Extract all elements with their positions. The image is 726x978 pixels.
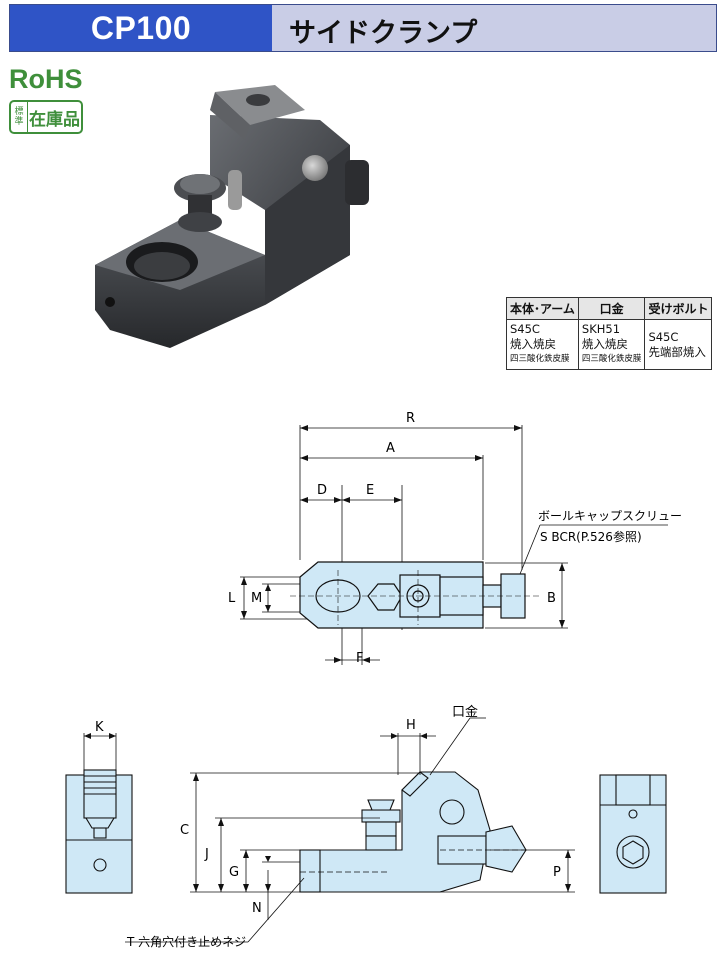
dim-K: K bbox=[95, 720, 104, 735]
table-header: 本体･アーム bbox=[506, 297, 579, 320]
dim-G: G bbox=[229, 865, 239, 880]
materials-table: 本体･アーム 口金 受けボルト S45C 焼入焼戻 四三酸化鉄皮膜 SKH51 … bbox=[506, 297, 713, 370]
top-view-drawing: ボールキャップスクリュー S BCR(P.526参照) R A D E L M … bbox=[228, 411, 682, 666]
model-number: CP100 bbox=[10, 5, 272, 51]
dim-J: J bbox=[204, 847, 209, 862]
dim-L: L bbox=[228, 591, 236, 606]
callout-bcr-name: ボールキャップスクリュー bbox=[538, 509, 682, 523]
table-header: 受けボルト bbox=[644, 297, 713, 320]
stock-badge-small: 標準 bbox=[11, 102, 28, 132]
jaw-label: 口金 bbox=[452, 704, 478, 720]
dim-D: D bbox=[317, 483, 327, 498]
header-bar: CP100 サイドクランプ bbox=[9, 4, 717, 52]
callout-bcr-ref: S BCR(P.526参照) bbox=[540, 529, 642, 544]
table-cell: SKH51 焼入焼戻 四三酸化鉄皮膜 bbox=[577, 319, 646, 370]
table-header: 口金 bbox=[577, 297, 646, 320]
dim-A: A bbox=[386, 441, 395, 456]
dim-H: H bbox=[406, 718, 416, 733]
dim-N: N bbox=[252, 901, 262, 916]
product-title: サイドクランプ bbox=[289, 18, 478, 49]
dim-M: M bbox=[251, 591, 262, 606]
stock-badge-label: 在庫品 bbox=[29, 109, 80, 130]
stock-badge: 標準 在庫品 bbox=[9, 100, 83, 134]
dim-E: E bbox=[366, 483, 374, 498]
rohs-badge: RoHS bbox=[9, 64, 83, 94]
dim-R: R bbox=[406, 411, 415, 426]
product-photo bbox=[95, 85, 369, 348]
set-screw-label: T 六角穴付き止めネジ bbox=[126, 934, 246, 949]
side-views-drawing: K bbox=[65, 704, 667, 949]
dim-B: B bbox=[547, 591, 556, 606]
table-cell: S45C 先端部焼入 bbox=[644, 319, 713, 370]
table-cell: S45C 焼入焼戻 四三酸化鉄皮膜 bbox=[506, 319, 579, 370]
dim-C: C bbox=[180, 823, 189, 838]
dim-P: P bbox=[553, 865, 561, 880]
dim-F: F bbox=[356, 651, 363, 666]
